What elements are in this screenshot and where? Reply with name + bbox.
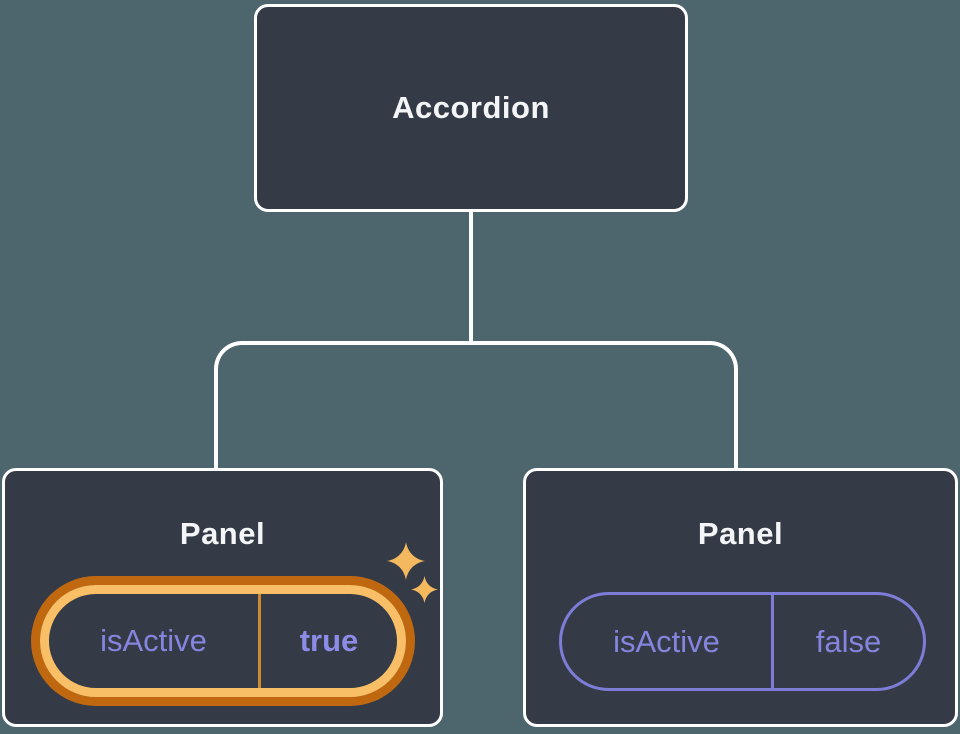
state-pill-active: isActive true	[40, 585, 406, 697]
accordion-node-label: Accordion	[392, 90, 550, 125]
state-key-label: isActive	[100, 623, 207, 658]
connector-bracket	[214, 341, 738, 470]
state-pill-inactive: isActive false	[559, 592, 926, 691]
pill-divider	[258, 594, 261, 688]
pill-divider	[771, 595, 774, 688]
sparkle-icon	[387, 542, 438, 603]
state-value-label: true	[299, 623, 359, 658]
connector-stub	[469, 211, 473, 343]
accordion-node: Accordion	[254, 4, 688, 212]
state-key-label: isActive	[613, 623, 720, 659]
panel-inactive-label: Panel	[697, 516, 784, 551]
state-value-label: false	[815, 623, 882, 659]
panel-node-active: Panel isActive true	[2, 468, 443, 727]
panel-active-label: Panel	[179, 516, 266, 551]
panel-node-inactive: Panel isActive false	[523, 468, 958, 727]
